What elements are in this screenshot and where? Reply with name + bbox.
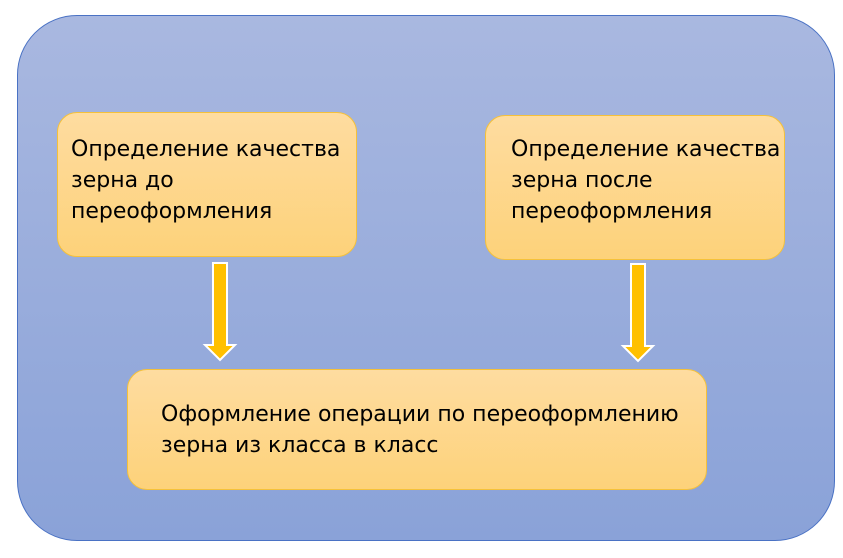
- arrow-down-icon: [202, 262, 238, 362]
- box-quality-after-text: Определение качества зерна после переофо…: [511, 137, 781, 224]
- box-operation: Оформление операции по переоформлению зе…: [127, 369, 707, 490]
- box-operation-text: Оформление операции по переоформлению зе…: [161, 402, 679, 458]
- arrow-down-icon: [620, 263, 656, 363]
- box-quality-before-text: Определение качества зерна до переоформл…: [71, 137, 341, 224]
- box-quality-before: Определение качества зерна до переоформл…: [57, 112, 357, 257]
- box-quality-after: Определение качества зерна после переофо…: [485, 115, 785, 260]
